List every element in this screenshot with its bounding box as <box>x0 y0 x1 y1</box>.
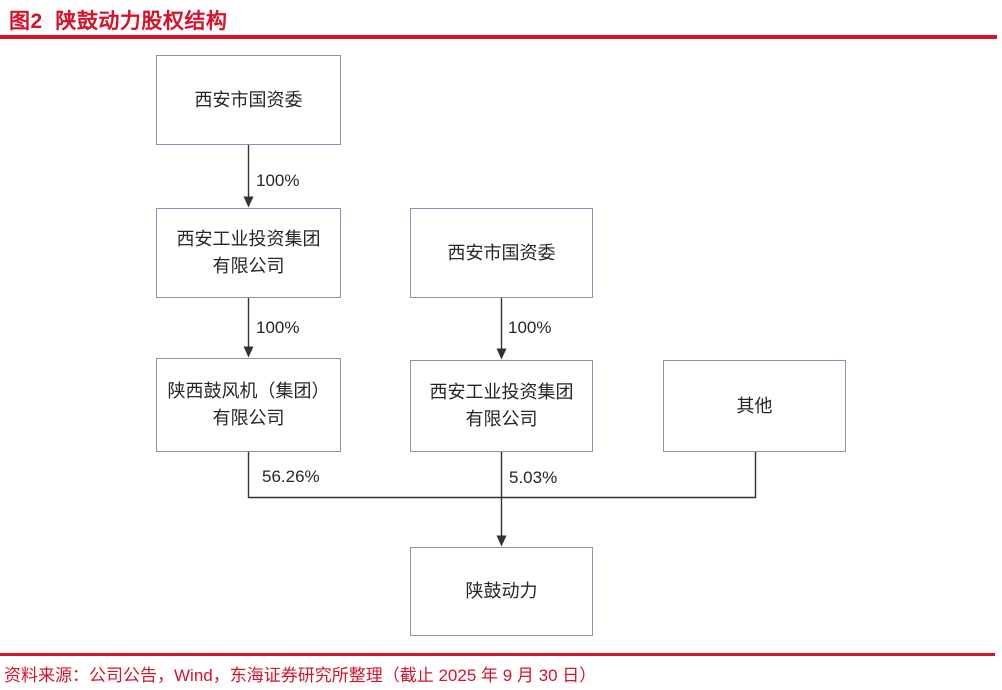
edge-label-100pct-left-2: 100% <box>256 318 300 337</box>
node-xian-sasac-left: 西安市国资委 <box>156 55 341 145</box>
arrowhead-icon <box>243 346 254 358</box>
node-shaangu-power: 陕鼓动力 <box>410 547 593 636</box>
edge-label-100pct-left-1: 100% <box>256 171 300 190</box>
node-xian-industrial-investment-mid: 西安工业投资集团 有限公司 <box>410 360 593 452</box>
arrowhead-icon <box>496 348 507 360</box>
node-xian-industrial-investment-left: 西安工业投资集团 有限公司 <box>156 208 341 298</box>
title-rule-line <box>0 35 997 39</box>
edge-label-100pct-mid: 100% <box>508 318 552 337</box>
edge-line-collector <box>247 452 757 499</box>
arrowhead-icon <box>496 535 507 547</box>
arrowhead-icon <box>243 196 254 208</box>
node-others: 其他 <box>663 360 846 452</box>
node-shaanxi-blower-group: 陕西鼓风机（集团） 有限公司 <box>156 358 341 452</box>
footer-rule-line <box>0 653 995 656</box>
figure-title: 图2 陕鼓动力股权结构 <box>9 10 228 33</box>
edge-label-5-03pct: 5.03% <box>509 468 558 487</box>
source-note: 资料来源：公司公告，Wind，东海证券研究所整理（截止 2025 年 9 月 3… <box>4 666 597 685</box>
edge-label-56-26pct: 56.26% <box>262 467 320 486</box>
node-xian-sasac-mid: 西安市国资委 <box>410 208 593 298</box>
